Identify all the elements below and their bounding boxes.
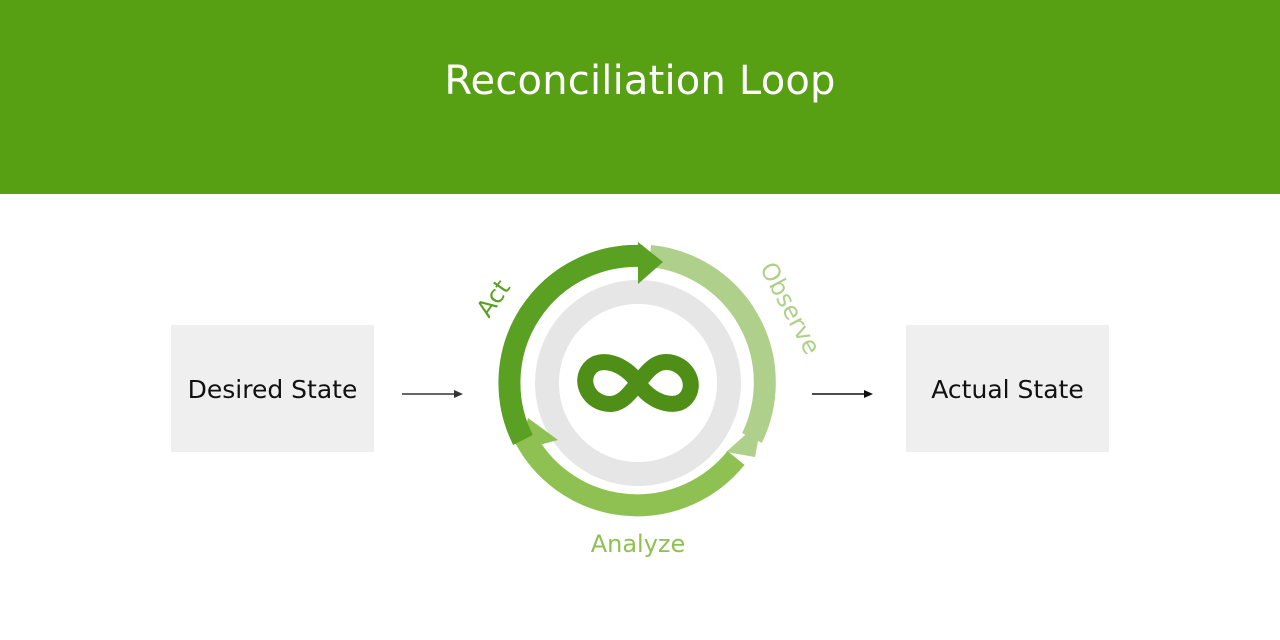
actual-state-label: Actual State [931,375,1084,404]
observe-arc [648,245,776,457]
page-title: Reconciliation Loop [444,58,836,104]
analyze-arc [514,418,745,517]
infinity-icon [577,354,699,412]
header-banner: Reconciliation Loop [0,0,1280,194]
act-label: Act [471,275,516,323]
analyze-label: Analyze [591,530,686,558]
desired-state-label: Desired State [187,375,358,404]
actual-state-box: Actual State [906,325,1109,452]
arrow-desired-to-loop [402,390,463,398]
arrow-loop-to-actual [812,390,873,398]
desired-state-box: Desired State [171,325,374,452]
act-arc [498,242,663,445]
inner-ring [535,280,741,486]
